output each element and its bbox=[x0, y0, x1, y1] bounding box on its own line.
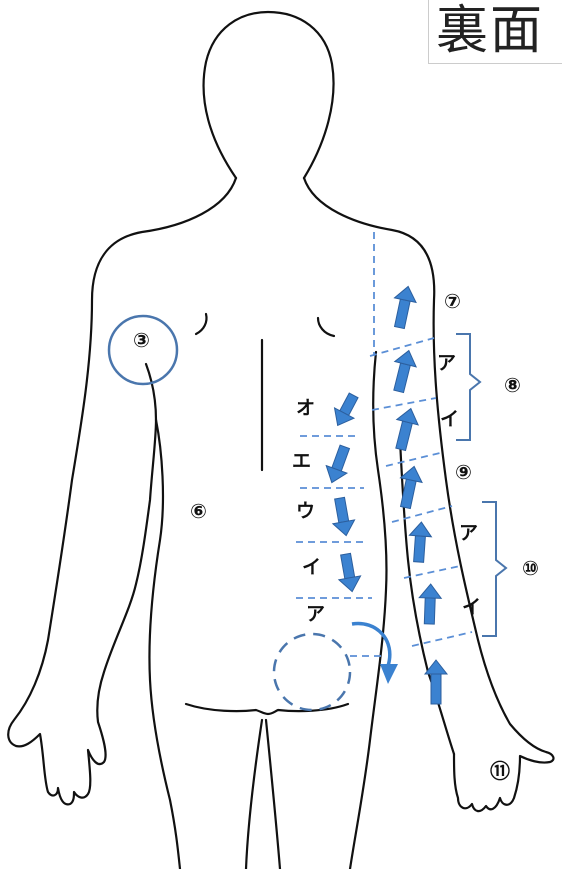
label-region-6: ⑥ bbox=[190, 500, 207, 522]
spine-arrows bbox=[321, 390, 363, 593]
spine-arrow bbox=[328, 390, 363, 430]
arm-arrow bbox=[418, 584, 441, 625]
bracket-10 bbox=[482, 502, 506, 636]
bracket-8 bbox=[456, 334, 480, 440]
spine-segment-u: ウ bbox=[296, 500, 315, 522]
body-outline bbox=[8, 12, 553, 869]
arm-arrow bbox=[425, 660, 447, 704]
arm-arrow bbox=[389, 284, 419, 330]
buttock-dashed-circle bbox=[274, 634, 350, 710]
spine-segment-e: エ bbox=[292, 450, 311, 472]
spine-segment-o: オ bbox=[296, 397, 315, 419]
spine-arrow bbox=[335, 552, 363, 593]
label-region-9: ⑨ bbox=[455, 461, 472, 483]
label-region-7: ⑦ bbox=[444, 290, 461, 312]
label-region-8: ⑧ bbox=[504, 374, 521, 396]
arm-segment-10-i: イ bbox=[462, 596, 481, 618]
arm-arrow bbox=[395, 464, 425, 510]
arm-segment-8-a: ア bbox=[437, 352, 456, 374]
arm-arrows bbox=[388, 284, 447, 704]
arm-arrow bbox=[408, 521, 433, 562]
spine-segment-a: ア bbox=[306, 603, 325, 625]
curved-arrow bbox=[352, 623, 398, 684]
arm-segment-10-a: ア bbox=[459, 522, 478, 544]
arm-arrow bbox=[388, 348, 420, 394]
label-region-11: ⑪ bbox=[490, 760, 510, 782]
label-region-3: ③ bbox=[133, 329, 150, 351]
arm-segment-8-i: イ bbox=[440, 408, 459, 430]
spine-segment-i: イ bbox=[302, 556, 321, 578]
page-title: 裏面 bbox=[436, 0, 560, 62]
label-region-10: ⑩ bbox=[522, 557, 539, 579]
arm-arrow bbox=[390, 406, 422, 452]
spine-arrow bbox=[321, 443, 355, 486]
spine-arrow bbox=[329, 496, 357, 537]
